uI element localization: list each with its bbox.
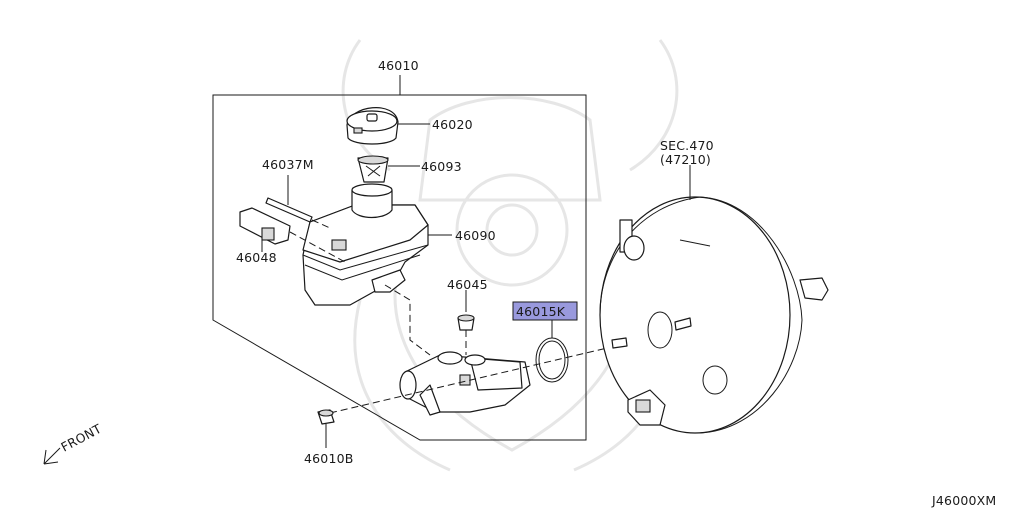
pin-dash <box>311 219 331 229</box>
label-assembly: 46010 <box>378 58 419 73</box>
label-reservoir: 46090 <box>455 228 496 243</box>
front-arrow-icon <box>43 447 61 465</box>
label-strainer: 46093 <box>421 159 462 174</box>
label-oring: 46015K <box>516 304 566 319</box>
master-cylinder <box>399 351 531 416</box>
reservoir-cap <box>346 107 399 145</box>
highlight-box <box>512 301 578 321</box>
grommet <box>457 314 475 331</box>
retaining-pin <box>265 197 313 223</box>
grommet-dash <box>384 284 431 356</box>
label-sec-part: (47210) <box>660 152 711 167</box>
mounting-axis-dash <box>329 344 621 414</box>
strainer <box>357 155 389 183</box>
label-pin: 46037M <box>262 157 314 172</box>
drawing-code: J46000XM <box>931 493 996 508</box>
o-ring <box>535 337 569 383</box>
brake-booster <box>599 196 829 434</box>
label-sec-ref: SEC.470 <box>660 138 714 153</box>
label-nut: 46010B <box>304 451 354 466</box>
level-sensor <box>239 207 291 245</box>
mounting-nut <box>317 409 335 425</box>
reservoir-tank <box>302 183 429 306</box>
label-cap: 46020 <box>432 117 473 132</box>
assembly-bracket <box>212 94 587 441</box>
label-front: FRONT <box>58 421 104 455</box>
o-ring-inner <box>538 340 566 380</box>
label-grommet: 46045 <box>447 277 488 292</box>
label-sensor: 46048 <box>236 250 277 265</box>
